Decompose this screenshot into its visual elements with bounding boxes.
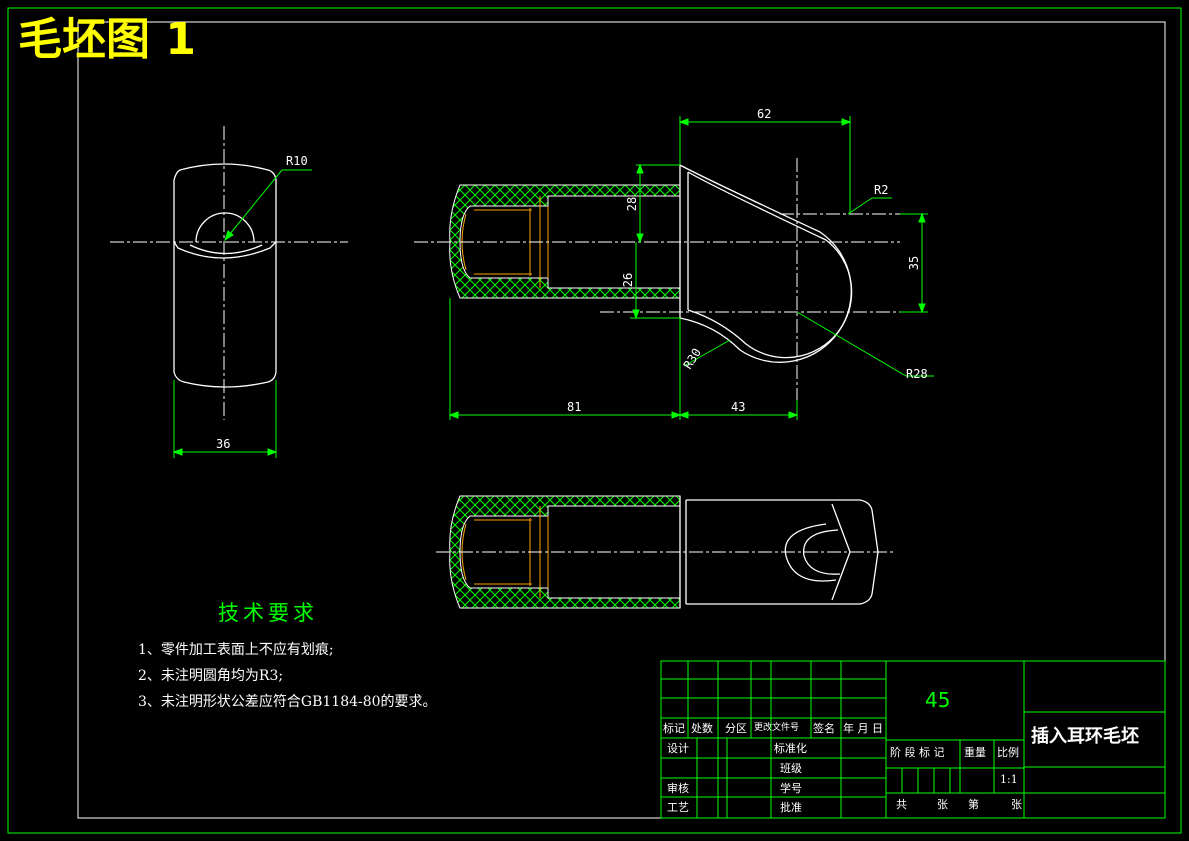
- dim-35: 35: [907, 256, 921, 270]
- class-label: 班级: [780, 762, 802, 775]
- review-label: 审核: [667, 782, 689, 795]
- tech-requirements-heading: 技术要求: [218, 601, 318, 625]
- header-signature: 签名: [813, 722, 835, 735]
- dim-43: 43: [731, 400, 746, 414]
- scale-value: 1:1: [1000, 773, 1018, 786]
- dim-r30: R30: [681, 346, 704, 372]
- sheets-unit-2: 张: [1011, 798, 1022, 811]
- header-change-doc: 更改文件号: [754, 723, 800, 733]
- header-mark: 标记: [663, 722, 685, 735]
- front-view-hatch: [449, 184, 681, 299]
- header-date: 年 月 日: [843, 722, 883, 735]
- stage-mark-label: 阶 段 标 记: [890, 746, 945, 759]
- front-view-dims: [448, 116, 934, 420]
- dim-r28: R28: [906, 367, 928, 381]
- bottom-view-hatch: [449, 495, 681, 609]
- tech-requirement-2: 2、未注明圆角均为R3;: [138, 668, 284, 684]
- standardization-label: 标准化: [774, 742, 807, 755]
- dim-r2: R2: [874, 183, 889, 197]
- dim-r10: R10: [286, 154, 308, 168]
- inner-frame: [77, 21, 1166, 819]
- scale-label: 比例: [997, 746, 1019, 759]
- dim-26: 26: [621, 273, 635, 287]
- front-view-centerlines: [414, 158, 900, 400]
- student-id-label: 学号: [780, 782, 802, 795]
- approve-label: 批准: [780, 801, 802, 814]
- tech-requirement-3: 3、未注明形状公差应符合GB1184-80的要求。: [138, 694, 437, 710]
- dim-62: 62: [757, 107, 772, 121]
- dim-81: 81: [567, 400, 582, 414]
- left-view: [173, 163, 277, 388]
- bottom-view-outline: [679, 496, 879, 608]
- front-view-outline: [679, 164, 853, 363]
- drawing-title: 毛坯图 1: [18, 14, 196, 65]
- dim-28: 28: [625, 197, 639, 211]
- left-view-dims: [172, 169, 312, 458]
- sheets-unit-1: 张: [937, 798, 948, 811]
- tech-requirement-1: 1、零件加工表面上不应有划痕;: [138, 642, 334, 658]
- material-label: 45: [925, 688, 951, 712]
- left-view-centerlines: [110, 126, 348, 420]
- weight-label: 重量: [964, 746, 986, 759]
- part-name: 插入耳环毛坯: [1031, 726, 1139, 747]
- outer-frame: [7, 7, 1182, 834]
- sheets-total-label: 共: [896, 798, 907, 811]
- sheet-number-label: 第: [968, 798, 979, 811]
- header-zone: 分区: [725, 722, 747, 735]
- title-block-grid: [660, 660, 1166, 819]
- header-count: 处数: [691, 722, 713, 735]
- design-label: 设计: [667, 742, 689, 755]
- process-label: 工艺: [667, 801, 689, 814]
- dim-36: 36: [216, 437, 231, 451]
